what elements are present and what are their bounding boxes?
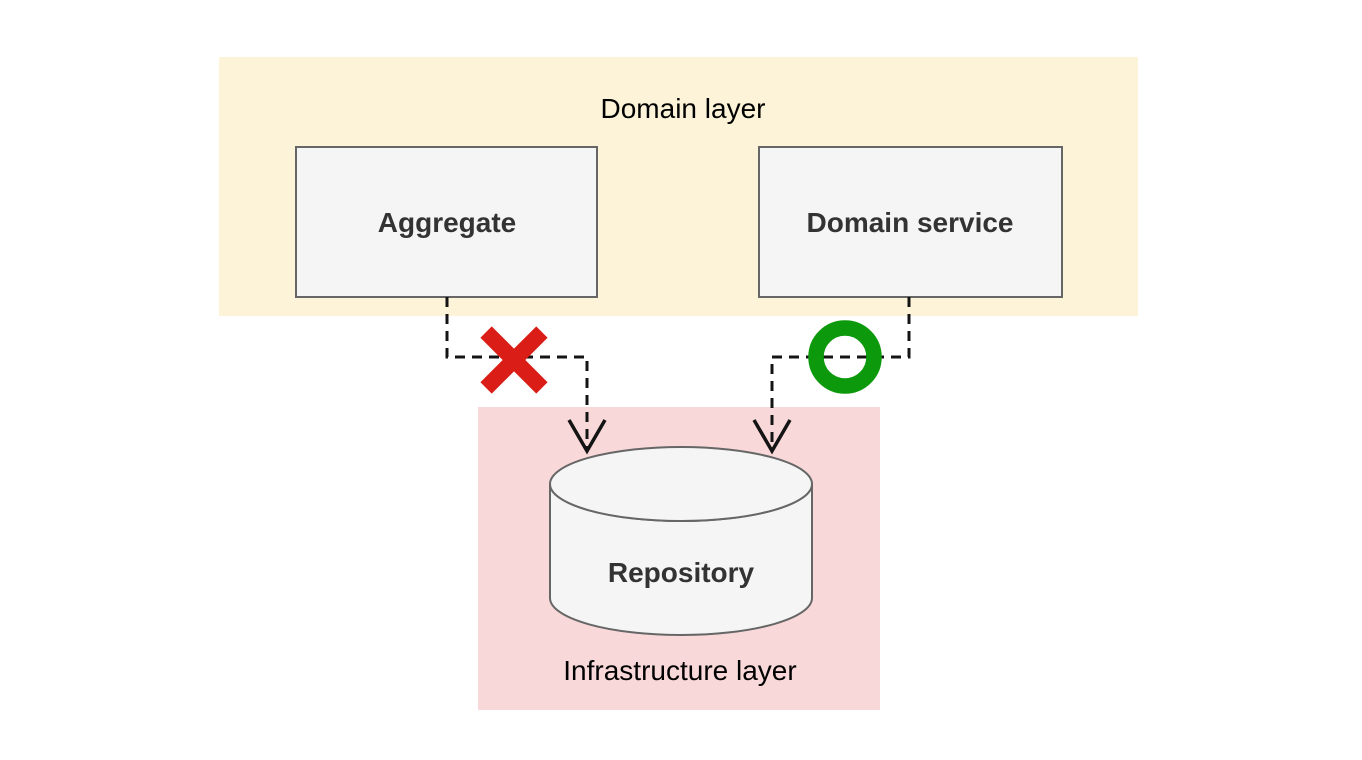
connector-aggregate-to-repository bbox=[445, 297, 589, 450]
aggregate-node bbox=[295, 146, 598, 298]
forbidden-cross-icon bbox=[480, 326, 548, 394]
aggregate-label: Aggregate bbox=[378, 207, 516, 238]
allowed-ring-icon bbox=[808, 320, 882, 394]
repository-cylinder-lid bbox=[549, 446, 813, 522]
arrowhead-domain-service-connector bbox=[752, 419, 792, 455]
connector-domain-service-to-repository bbox=[770, 297, 911, 450]
forbidden-cross-bar-2 bbox=[480, 326, 548, 394]
infrastructure-layer-label: Infrastructure layer bbox=[563, 655, 796, 686]
domain-layer-label: Domain layer bbox=[601, 93, 766, 124]
arrowhead-aggregate-connector bbox=[567, 419, 607, 455]
domain-service-node bbox=[758, 146, 1063, 298]
domain-service-label: Domain service bbox=[807, 207, 1014, 238]
repository-label: Repository bbox=[608, 557, 755, 588]
